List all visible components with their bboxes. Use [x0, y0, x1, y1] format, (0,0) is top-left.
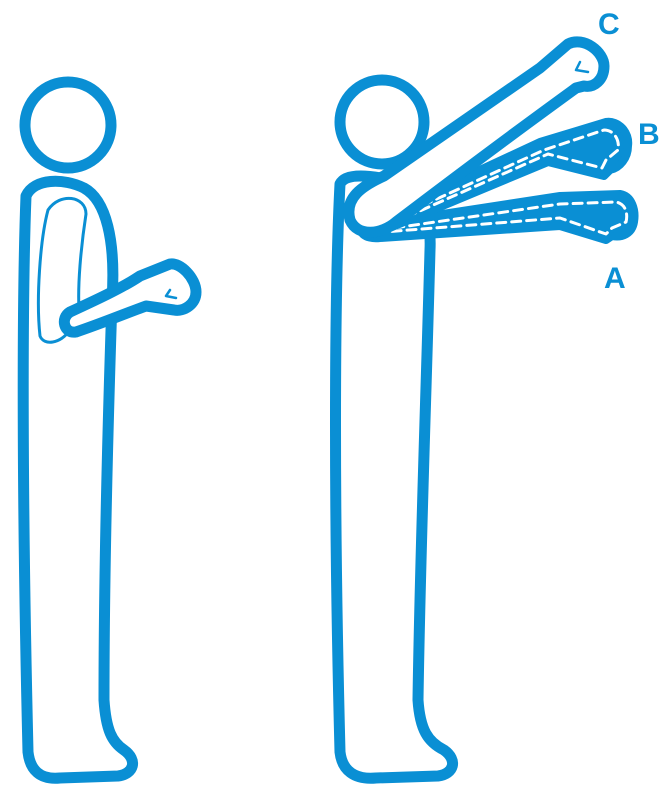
label-position-b: B: [638, 118, 660, 151]
label-position-a: A: [604, 262, 626, 295]
left-figure-head: [25, 82, 111, 168]
right-figure: C B A: [336, 8, 660, 778]
right-figure-body: [336, 176, 453, 778]
label-position-c: C: [598, 8, 620, 41]
left-figure: [23, 82, 196, 778]
